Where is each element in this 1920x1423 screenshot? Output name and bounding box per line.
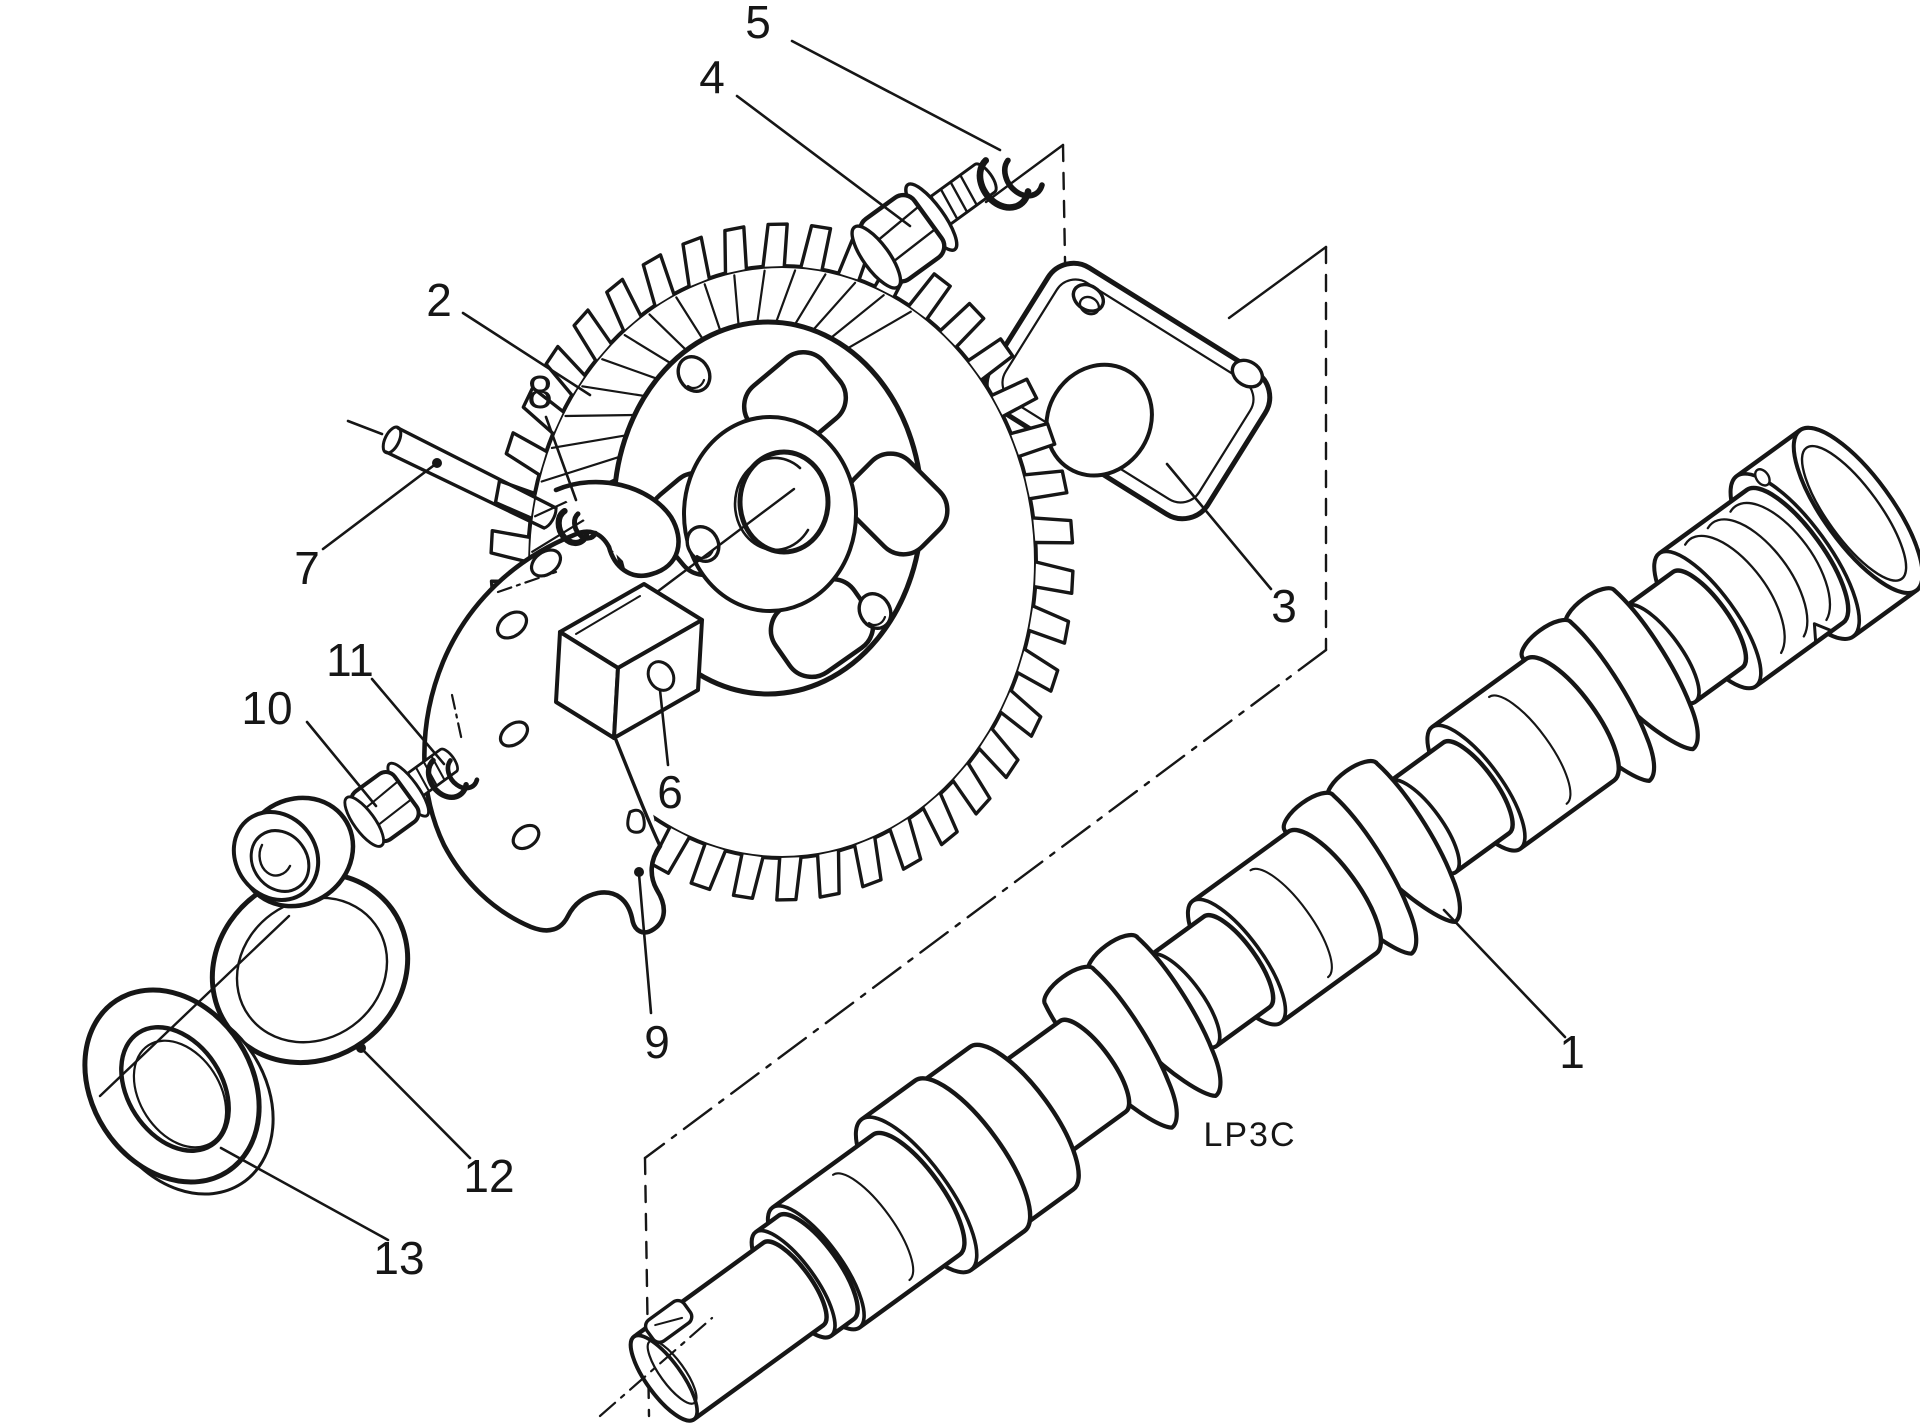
keyway-axis-line bbox=[598, 1316, 714, 1418]
callout-5: 5 bbox=[745, 0, 771, 48]
callout-9: 9 bbox=[644, 1016, 670, 1068]
callout-4: 4 bbox=[699, 51, 725, 103]
seal-ring bbox=[82, 987, 275, 1196]
hub-axis-line bbox=[98, 914, 291, 1098]
thrust-plate-slot bbox=[626, 808, 646, 834]
spring-washer-lower bbox=[425, 757, 480, 800]
callout-2: 2 bbox=[426, 274, 452, 326]
leader-lines bbox=[219, 39, 1567, 1242]
callout-11: 11 bbox=[326, 634, 374, 686]
leader-line-7 bbox=[321, 461, 439, 551]
spring-washer-upper bbox=[976, 157, 1045, 211]
callout-10: 10 bbox=[241, 682, 292, 734]
leader-line-8 bbox=[544, 415, 578, 502]
callout-3: 3 bbox=[1271, 580, 1297, 632]
leader-line-11 bbox=[370, 677, 446, 766]
leader-line-13 bbox=[219, 1146, 390, 1242]
camshaft bbox=[628, 425, 1920, 1423]
callout-labels: 1 2 3 4 5 6 7 8 9 10 11 12 13 LP3C bbox=[241, 0, 1584, 1284]
spring-washer-small bbox=[555, 507, 598, 547]
leader-line-3 bbox=[1165, 462, 1273, 591]
leader-line-10 bbox=[305, 720, 378, 808]
spacer-block bbox=[554, 582, 704, 740]
hub-bore bbox=[231, 809, 321, 903]
block-hole bbox=[646, 660, 676, 692]
mounting-plate bbox=[983, 260, 1273, 522]
leader-line-2 bbox=[461, 311, 592, 397]
callout-13: 13 bbox=[373, 1232, 424, 1284]
timing-gear bbox=[489, 222, 1075, 902]
leader-line-1 bbox=[1442, 908, 1567, 1039]
plate-center-hole bbox=[1044, 362, 1154, 478]
gear-bore bbox=[737, 449, 831, 555]
drive-hub bbox=[209, 795, 411, 1066]
leader-line-12 bbox=[359, 1046, 472, 1160]
leader-line-6 bbox=[658, 688, 670, 767]
plate-corner-hole bbox=[1230, 358, 1265, 389]
callout-12: 12 bbox=[463, 1150, 514, 1202]
leader-line-5 bbox=[790, 39, 1002, 152]
callout-8: 8 bbox=[527, 366, 553, 418]
thrust-plate-holes bbox=[495, 548, 646, 851]
gear-bolt bbox=[850, 162, 998, 290]
figure-code: LP3C bbox=[1203, 1116, 1296, 1154]
gear-bore-axis-line bbox=[643, 487, 796, 603]
leader-line-9 bbox=[637, 872, 653, 1015]
callout-6: 6 bbox=[657, 766, 683, 818]
assembly-plane-outline bbox=[643, 143, 1328, 1418]
leader-line-4 bbox=[735, 94, 912, 228]
thrust-plate bbox=[422, 479, 681, 935]
callout-1: 1 bbox=[1559, 1026, 1585, 1078]
callout-7: 7 bbox=[294, 542, 320, 594]
pivot-pin bbox=[346, 419, 558, 530]
